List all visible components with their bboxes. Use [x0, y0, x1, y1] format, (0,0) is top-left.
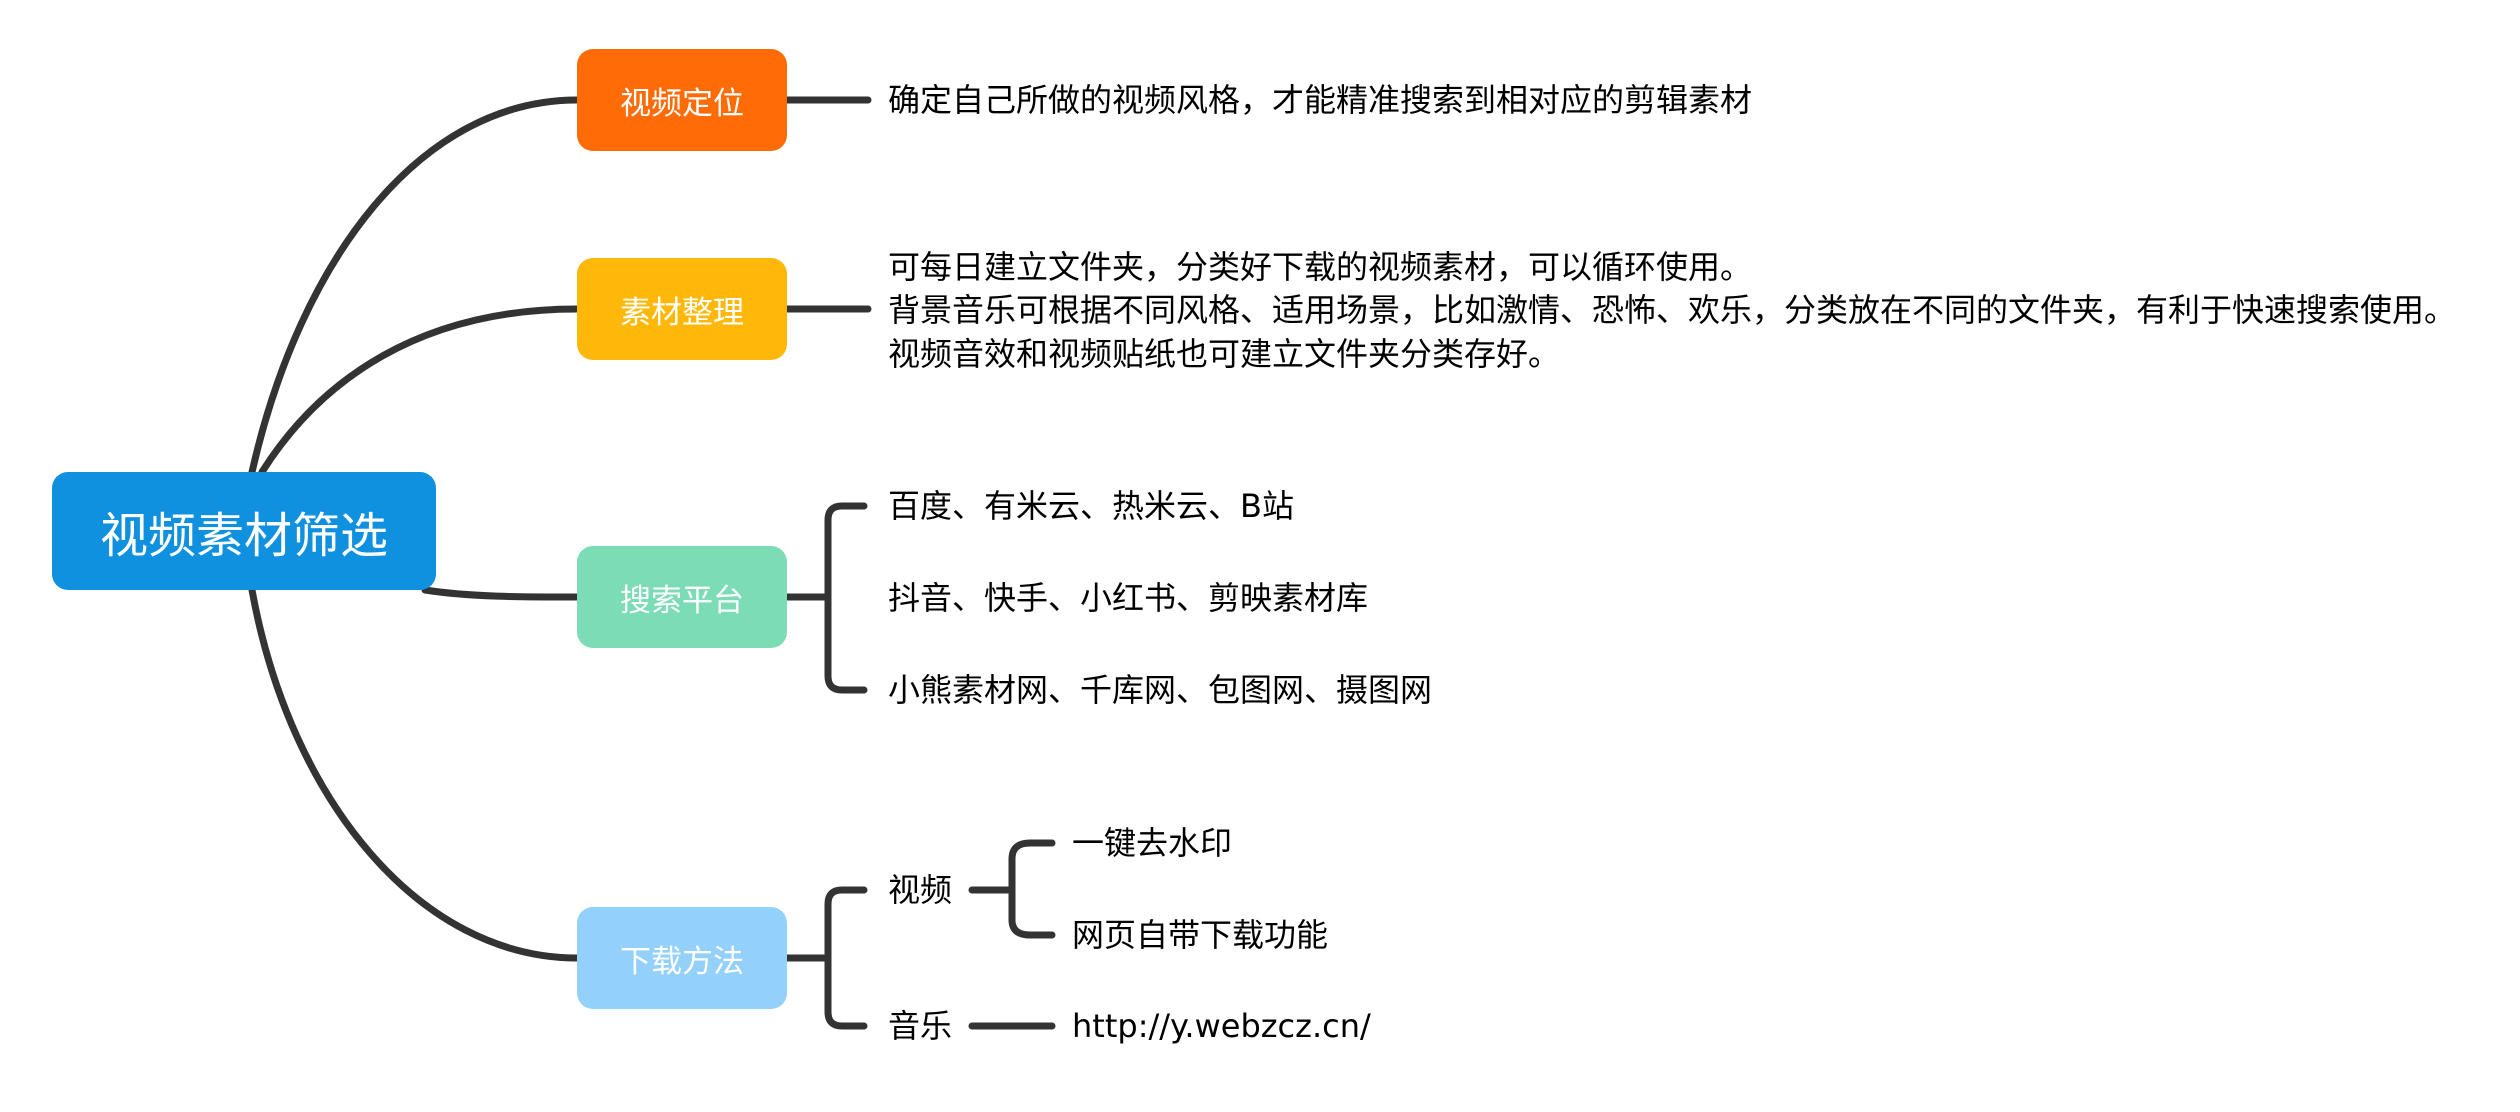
edge-root-to-video-positioning	[248, 96, 581, 476]
edge-video-bracket	[968, 839, 1056, 939]
download-music-node[interactable]: 音乐	[888, 1007, 953, 1045]
download-video-node[interactable]: 视频	[888, 871, 953, 909]
edge-root-to-material-organizing	[258, 305, 581, 476]
music-url-item[interactable]: http://y.webzcz.cn/	[1072, 1007, 1371, 1045]
edge-search-platforms-bracket	[783, 502, 868, 694]
branch-material-organizing[interactable]: 素材整理	[577, 258, 787, 360]
root-node[interactable]: 视频素材筛选	[52, 472, 436, 590]
edge-root-to-download-methods	[248, 586, 581, 962]
branch-download-methods[interactable]: 下载方法	[577, 907, 787, 1009]
video-watermark-removal-item[interactable]: 一键去水印	[1072, 824, 1233, 862]
edge-root-to-search-platforms	[421, 586, 581, 601]
search-platform-item[interactable]: 小熊素材网、千库网、包图网、摄图网	[888, 671, 1433, 709]
edge-download-methods-bracket	[783, 886, 868, 1030]
branch-video-positioning[interactable]: 视频定位	[577, 49, 787, 151]
video-positioning-text: 确定自己所做的视频风格，才能精准搜索到相对应的剪辑素材	[888, 81, 1753, 119]
search-platform-item[interactable]: 抖音、快手、小红书、剪映素材库	[888, 579, 1369, 617]
video-webpage-download-item[interactable]: 网页自带下载功能	[1072, 916, 1329, 954]
material-organizing-text-2: 背景音乐可根据不同风格、适用场景，比如激情、恐怖、欢乐，分类放在不同的文件夹，有…	[888, 291, 2457, 329]
search-platform-item[interactable]: 百度、有米云、热米云、B站	[888, 487, 1294, 525]
material-organizing-text-1: 可每日建立文件夹，分类好下载的视频素材，可以循环使用。	[888, 248, 1753, 286]
material-organizing-text-3: 视频音效和视频贴纸也可建立文件夹分类存好。	[888, 335, 1561, 373]
branch-search-platforms[interactable]: 搜索平台	[577, 546, 787, 648]
